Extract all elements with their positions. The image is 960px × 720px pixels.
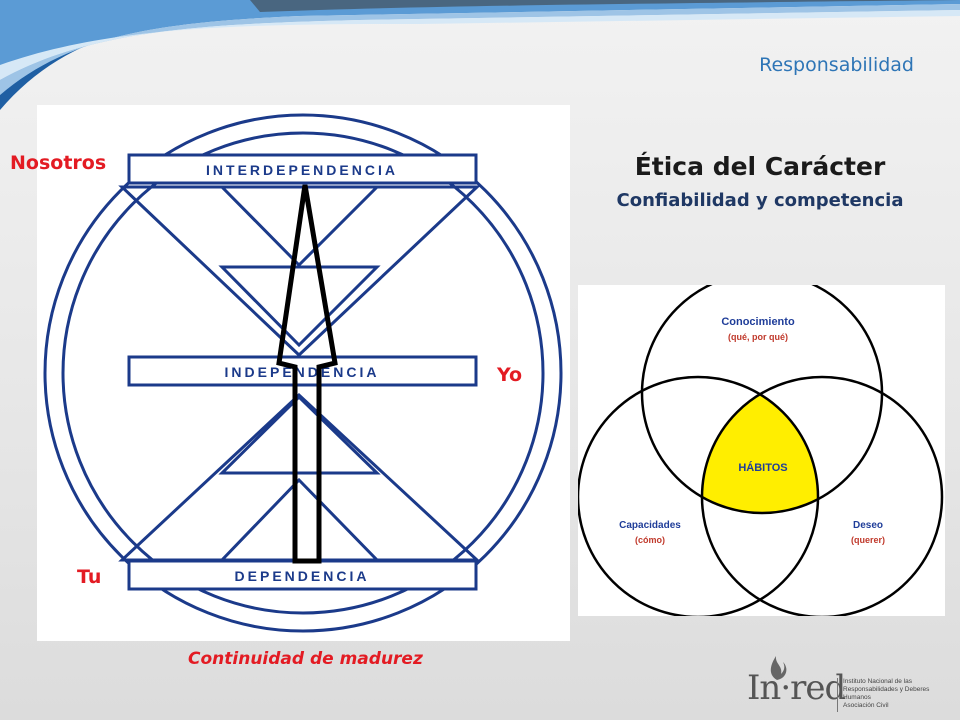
- habits-intersection: [702, 377, 818, 513]
- level-top: INTERDEPENDENCIA: [127, 153, 478, 185]
- logo-line-2: Responsabilidades y Deberes Humanos: [843, 686, 930, 701]
- growth-arrow: [276, 184, 338, 564]
- section-title: Responsabilidad: [759, 54, 914, 76]
- triangle-upper-bottom-small: [218, 265, 381, 348]
- venn-right-sub: (querer): [851, 535, 885, 545]
- ethics-subtitle: Confiabilidad y competencia: [616, 190, 904, 211]
- logo-line-3: Asociación Civil: [843, 702, 889, 709]
- header-swoosh: [0, 0, 960, 110]
- venn-top-label: Conocimiento: [721, 316, 795, 328]
- maturity-diagram: INTERDEPENDENCIA INDEPENDENCIA DEPENDENC…: [43, 113, 563, 633]
- level-bottom-label: DEPENDENCIA: [235, 568, 370, 584]
- label-nosotros: Nosotros: [10, 152, 107, 174]
- maturity-diagram-panel: INTERDEPENDENCIA INDEPENDENCIA DEPENDENC…: [37, 105, 570, 641]
- logo-separator: [837, 678, 838, 712]
- logo-wordmark: In·red: [747, 668, 846, 708]
- venn-top-sub: (qué, por qué): [728, 332, 788, 342]
- venn-panel: Conocimiento (qué, por qué) Capacidades …: [576, 271, 945, 619]
- triangle-lower-top-small: [218, 394, 381, 475]
- outer-circle: [43, 113, 563, 633]
- level-bottom: DEPENDENCIA: [127, 559, 478, 591]
- label-tu: Tu: [77, 566, 102, 588]
- triangle-lower-bottom-small: [218, 477, 381, 562]
- triangle-lower-large: [118, 392, 481, 562]
- venn-left-label: Capacidades: [619, 520, 681, 531]
- venn-center-label: HÁBITOS: [738, 461, 787, 474]
- caption-continuidad: Continuidad de madurez: [188, 649, 423, 669]
- label-yo: Yo: [497, 364, 523, 386]
- triangle-upper-top-small: [218, 185, 381, 268]
- level-top-label: INTERDEPENDENCIA: [206, 162, 398, 178]
- logo-text: Instituto Nacional de las Responsabilida…: [843, 678, 955, 710]
- inner-circle: [61, 131, 545, 615]
- venn-diagram: Conocimiento (qué, por qué) Capacidades …: [576, 271, 944, 619]
- level-middle-label: INDEPENDENCIA: [225, 364, 380, 380]
- venn-left-sub: (cómo): [635, 535, 665, 545]
- ethics-title: Ética del Carácter: [634, 152, 886, 181]
- level-middle: INDEPENDENCIA: [127, 355, 478, 387]
- inred-logo: In·red Instituto Nacional de las Respons…: [745, 650, 955, 720]
- flame-icon: [770, 656, 787, 680]
- logo-line-1: Instituto Nacional de las: [843, 678, 913, 685]
- venn-right-label: Deseo: [853, 520, 883, 531]
